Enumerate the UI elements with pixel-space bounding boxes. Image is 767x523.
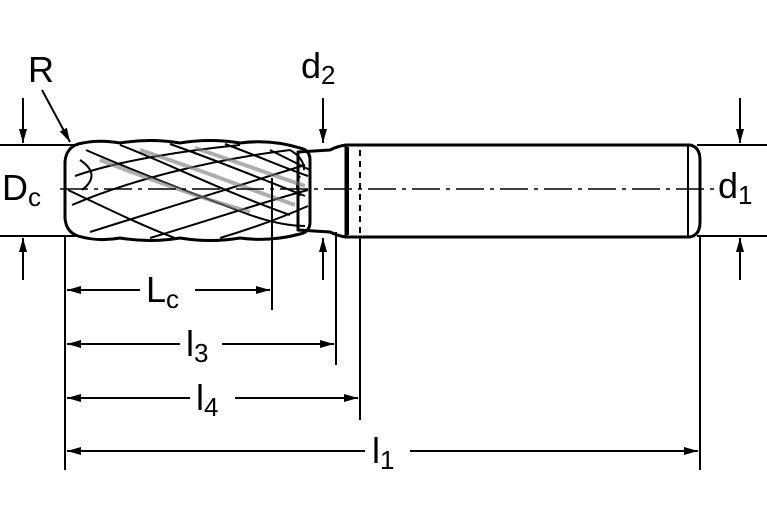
extension-lines — [0, 144, 767, 470]
label-Dc: Dc — [2, 167, 41, 212]
vertical-arrows — [19, 98, 744, 280]
label-Lc: Lc — [146, 269, 179, 314]
label-l1: l1 — [372, 430, 394, 475]
label-l3: l3 — [186, 323, 208, 368]
neck — [296, 143, 348, 239]
label-R: R — [28, 49, 54, 90]
shank — [344, 143, 702, 239]
flute-shading — [99, 146, 306, 214]
end-mill-tool — [63, 139, 702, 242]
label-d1: d1 — [718, 165, 753, 210]
label-d2: d2 — [301, 45, 336, 90]
label-l4: l4 — [196, 377, 218, 422]
radius-leader — [41, 89, 71, 143]
